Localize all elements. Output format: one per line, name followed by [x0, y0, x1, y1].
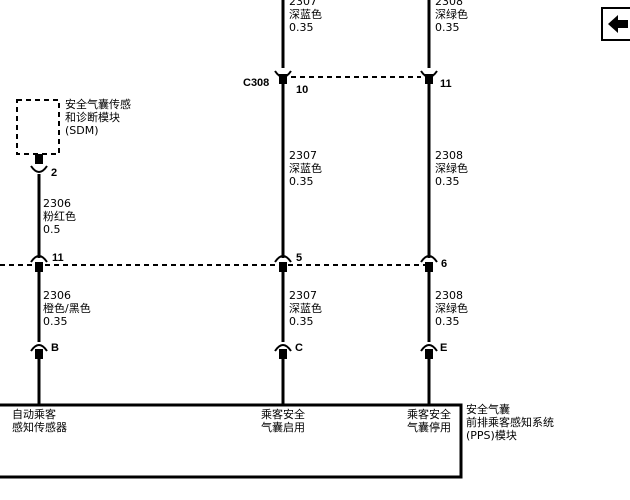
- wire-2307-mid-circuit: 2307: [289, 149, 317, 162]
- splice-pin-5-label: 5: [296, 252, 302, 264]
- wire-2308-bottom-color: 深绿色: [435, 301, 468, 315]
- splice-pin-6-connector: [420, 255, 438, 272]
- sdm-pin-label: 2: [51, 167, 57, 179]
- wire-2308-top-color: 深绿色: [435, 7, 468, 21]
- module-pin-b-label: B: [51, 342, 59, 354]
- pps-module-name-line2: 前排乘客感知系统: [466, 415, 554, 429]
- sdm-name-line3: (SDM): [65, 124, 99, 137]
- wire-2308-top-gauge: 0.35: [435, 21, 460, 34]
- back-arrow-icon: [608, 15, 628, 33]
- wire-2307-top-circuit: 2307: [289, 0, 317, 8]
- pps-function-airbag-enable-line1: 乘客安全: [261, 407, 305, 421]
- wire-2306-bottom-circuit: 2306: [43, 289, 71, 302]
- wire-2306-mid-color: 粉红色: [43, 209, 76, 223]
- c308-pin-11-connector: [420, 70, 438, 84]
- pps-function-auto-sensor-line2: 感知传感器: [12, 420, 67, 434]
- wire-2307-bottom-gauge: 0.35: [289, 315, 314, 328]
- wire-2308-mid-circuit: 2308: [435, 149, 463, 162]
- module-pin-e-connector: [420, 344, 438, 359]
- splice-pin-5-connector: [274, 255, 292, 272]
- wire-2307-mid-color: 深蓝色: [289, 161, 322, 175]
- pps-function-airbag-disable-line1: 乘客安全: [407, 407, 451, 421]
- wire-2308-mid-gauge: 0.35: [435, 175, 460, 188]
- pps-function-auto-sensor-line1: 自动乘客: [12, 407, 56, 421]
- wire-2306-mid-gauge: 0.5: [43, 223, 61, 236]
- wire-2306-bottom-gauge: 0.35: [43, 315, 68, 328]
- module-pin-b-connector: [30, 344, 48, 359]
- sdm-module-box: [16, 99, 60, 155]
- sdm-pin-connector: [30, 154, 48, 173]
- sdm-name-line1: 安全气囊传感: [65, 97, 131, 111]
- c308-connector-name: C308: [243, 77, 269, 89]
- pps-module-name-line3: (PPS)模块: [466, 429, 517, 442]
- wire-2308-bottom-circuit: 2308: [435, 289, 463, 302]
- splice-pin-11-connector: [30, 255, 48, 272]
- wire-2307-top-gauge: 0.35: [289, 21, 314, 34]
- pps-function-airbag-enable-line2: 气囊启用: [261, 420, 305, 434]
- wire-2308-bottom-gauge: 0.35: [435, 315, 460, 328]
- pps-module-name-line1: 安全气囊: [466, 402, 510, 416]
- pps-function-airbag-disable-line2: 气囊停用: [407, 420, 451, 434]
- wire-2306-mid-circuit: 2306: [43, 197, 71, 210]
- wire-2306-bottom-color: 橙色/黑色: [43, 301, 91, 315]
- module-pin-c-label: C: [295, 342, 303, 354]
- wire-2307-top-color: 深蓝色: [289, 7, 322, 21]
- pps-module-box: [0, 403, 463, 479]
- back-arrow-button[interactable]: [601, 7, 630, 41]
- wire-2307-bottom-color: 深蓝色: [289, 301, 322, 315]
- wire-2307-bottom-circuit: 2307: [289, 289, 317, 302]
- module-pin-c-connector: [274, 344, 292, 359]
- splice-pin-11-label: 11: [52, 252, 64, 264]
- c308-pin-11-label: 11: [440, 78, 452, 90]
- c308-pin-10-connector: [274, 70, 292, 84]
- sdm-name-line2: 和诊断模块: [65, 110, 120, 124]
- back-arrow-frame: [601, 7, 630, 41]
- splice-pin-6-label: 6: [441, 258, 447, 270]
- c308-pin-10-label: 10: [296, 84, 308, 96]
- wire-2307-mid-gauge: 0.35: [289, 175, 314, 188]
- wire-2308-top-circuit: 2308: [435, 0, 463, 8]
- wire-2308-mid-color: 深绿色: [435, 161, 468, 175]
- module-pin-e-label: E: [440, 342, 447, 354]
